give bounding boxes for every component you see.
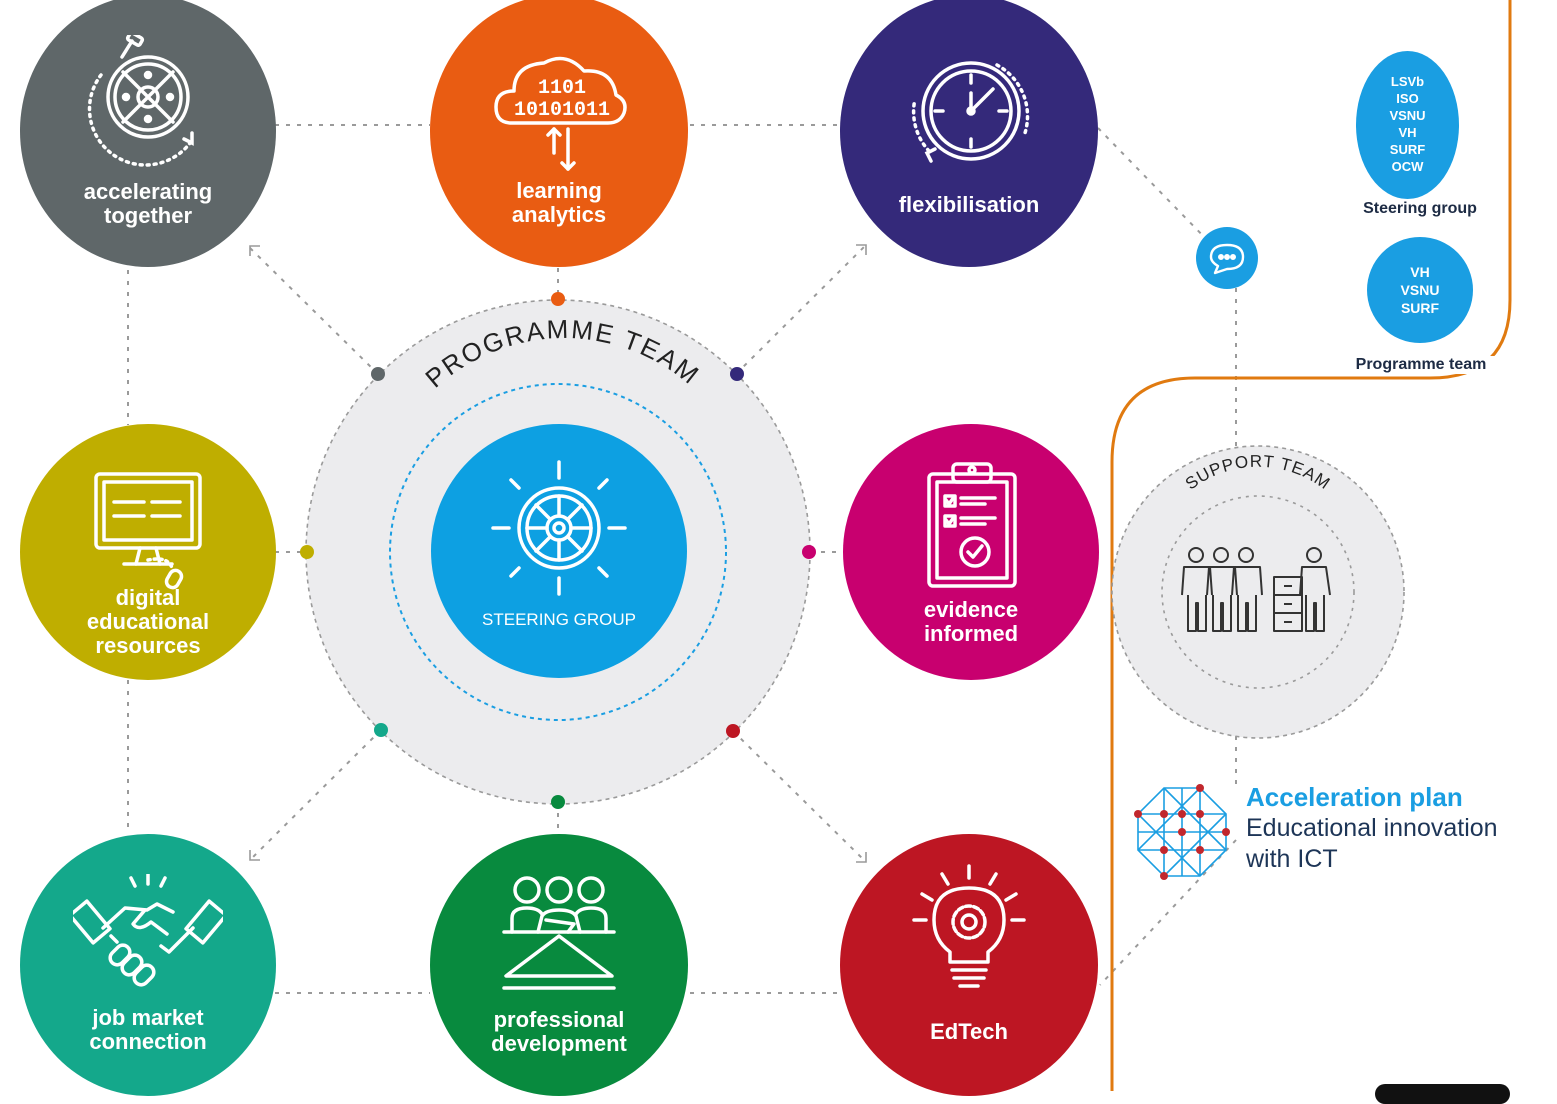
programme-members-circle[interactable]: VH VSNU SURF bbox=[1367, 237, 1473, 343]
digital-label-3: resources bbox=[95, 633, 201, 658]
edtech-label: EdTech bbox=[930, 1019, 1008, 1044]
svg-text:1101: 1101 bbox=[538, 77, 586, 100]
brand-subtitle: Educational innovation with ICT bbox=[1246, 813, 1498, 875]
support-team-title: SUPPORT TEAM bbox=[1182, 452, 1333, 494]
accelerating-label-2: together bbox=[104, 203, 192, 228]
steering-group-caption: Steering group bbox=[1363, 200, 1477, 217]
theme-job-market-connection[interactable]: job market connection bbox=[20, 834, 276, 1096]
evidence-label-2: informed bbox=[923, 621, 1019, 646]
steering-group-center[interactable]: STEERING GROUP bbox=[431, 424, 687, 678]
vault-dial-icon bbox=[87, 35, 194, 167]
jobmarket-label-1: job market bbox=[92, 1005, 204, 1030]
svg-text:10101011: 10101011 bbox=[514, 99, 610, 122]
team-meeting-icon bbox=[502, 876, 616, 990]
brand-subtitle-line-2: with ICT bbox=[1246, 845, 1338, 873]
programme-team-title: PROGRAMME TEAM bbox=[419, 314, 703, 394]
theme-flexibilisation[interactable]: flexibilisation bbox=[840, 0, 1098, 267]
brand-title: Acceleration plan bbox=[1246, 782, 1463, 812]
steering-member: ISO bbox=[1396, 91, 1419, 106]
chat-node[interactable] bbox=[1196, 227, 1258, 289]
professional-label-1: professional bbox=[493, 1007, 625, 1032]
theme-learning-analytics[interactable]: 1101 10101011 learning analytics bbox=[430, 0, 688, 267]
steering-member: VH bbox=[1398, 125, 1417, 140]
monitor-mouse-icon bbox=[94, 472, 202, 590]
programme-member: SURF bbox=[1400, 300, 1440, 316]
evidence-label-1: evidence bbox=[923, 597, 1019, 622]
learning-label-1: learning bbox=[516, 178, 602, 203]
clipboard-check-icon bbox=[927, 462, 1017, 588]
programme-member: VH bbox=[1410, 264, 1430, 280]
steering-member: LSVb bbox=[1390, 74, 1425, 89]
theme-edtech[interactable]: EdTech bbox=[840, 834, 1098, 1096]
chat-bubble-icon bbox=[1209, 243, 1245, 275]
theme-professional-development[interactable]: professional development bbox=[430, 834, 688, 1096]
corner-badge bbox=[1375, 1084, 1510, 1104]
svg-text:PROGRAMME TEAM: PROGRAMME TEAM bbox=[419, 314, 705, 394]
svg-text:SUPPORT TEAM: SUPPORT TEAM bbox=[1182, 452, 1334, 494]
theme-digital-educational-resources[interactable]: digital educational resources bbox=[20, 424, 276, 680]
cloud-data-icon: 1101 10101011 bbox=[494, 56, 627, 171]
learning-label-2: analytics bbox=[511, 202, 607, 227]
programme-team-caption: Programme team bbox=[1336, 356, 1506, 374]
steering-member: SURF bbox=[1389, 142, 1426, 157]
jobmarket-label-2: connection bbox=[89, 1029, 207, 1054]
lightbulb-gear-icon bbox=[912, 864, 1026, 988]
theme-accelerating-together[interactable]: accelerating together bbox=[20, 0, 276, 267]
clock-icon bbox=[911, 61, 1030, 163]
ship-wheel-icon bbox=[491, 460, 627, 596]
programme-member: VSNU bbox=[1400, 282, 1440, 298]
theme-evidence-informed[interactable]: evidence informed bbox=[843, 424, 1099, 680]
brand-subtitle-line-1: Educational innovation bbox=[1246, 814, 1498, 842]
flexibilisation-label: flexibilisation bbox=[898, 192, 1040, 217]
steering-member: VSNU bbox=[1389, 108, 1426, 123]
steering-group-label: STEERING GROUP bbox=[482, 610, 636, 629]
steering-member: OCW bbox=[1391, 159, 1424, 174]
digital-label-2: educational bbox=[86, 609, 210, 634]
handshake-icon bbox=[73, 874, 223, 987]
accelerating-label-1: accelerating bbox=[83, 179, 213, 204]
digital-label-1: digital bbox=[115, 585, 181, 610]
steering-members-circle[interactable]: LSVb ISO VSNU VH SURF OCW bbox=[1356, 51, 1459, 199]
professional-label-2: development bbox=[491, 1031, 627, 1056]
support-team-icon bbox=[1181, 547, 1331, 632]
acceleration-plan-logo bbox=[1134, 784, 1230, 880]
